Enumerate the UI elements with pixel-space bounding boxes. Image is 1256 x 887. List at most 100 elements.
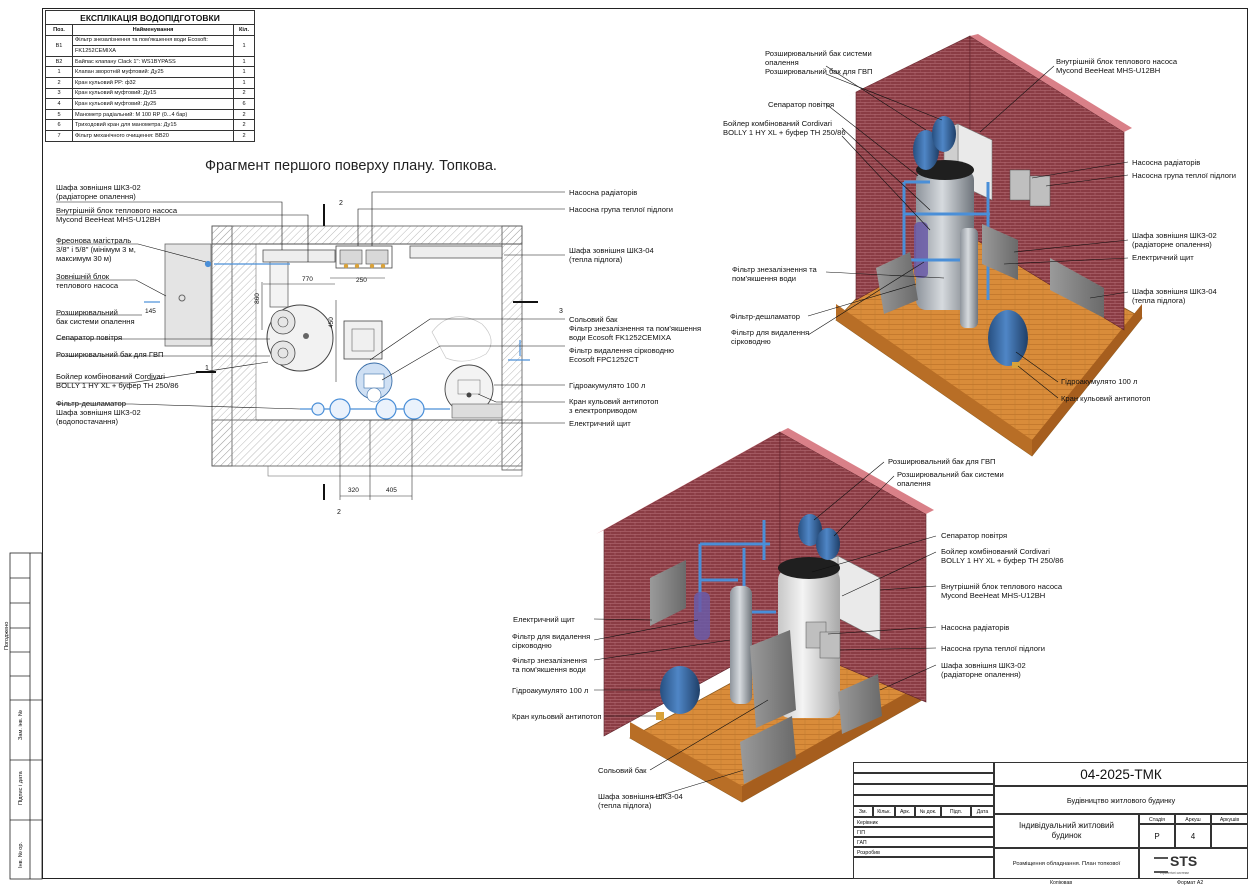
plan-cabinet-shkz04: [409, 245, 503, 259]
plan-boiler: [266, 304, 334, 372]
logo-mark-icon: [1154, 857, 1168, 873]
plan-indoor-unit: [269, 261, 289, 308]
tb-role-gip: ГІП: [853, 827, 994, 837]
tb-head-doc: № док.: [915, 806, 941, 817]
plan-filters: [355, 362, 393, 403]
tb-format: Формат А2: [1177, 880, 1204, 886]
sts-logo: STS: [1170, 853, 1198, 869]
view1-leaders: [807, 65, 1129, 399]
tb-code: 04-2025-ТМК: [994, 762, 1248, 786]
v1-label-dirt-separator: Фільтр-дешламатор: [730, 312, 801, 321]
spec-table: ЕКСПЛІКАЦІЯ ВОДОПІДГОТОВКИ Поз. Найменув…: [45, 10, 255, 142]
tb-sheet-title: Розміщення обладнання. План топкової: [994, 848, 1139, 879]
section-mark-1: 1: [205, 365, 209, 372]
v1-label-shkz04: Шафа зовнішня ШКЗ-04(тепла підлога): [1132, 287, 1217, 305]
strip-agreed: Погоджено: [4, 621, 10, 650]
section-mark-2-bottom: 2: [337, 509, 341, 516]
plan-salt-tank: [343, 320, 383, 360]
plan-pipes: [144, 260, 530, 420]
section-mark-3: 3: [559, 308, 563, 315]
plan-dims: [261, 277, 413, 500]
view1-equipment: [876, 116, 1104, 368]
plan-label-shkz04: Шафа зовнішня ШКЗ-04(тепла підлога): [569, 246, 654, 264]
tb-sheets-head: Аркушів: [1211, 814, 1248, 824]
dim-450: 450: [327, 317, 335, 328]
plan-section-marks: [196, 204, 538, 500]
plan-label-el-panel: Електричний щит: [569, 419, 631, 428]
tb-sheet-head: Аркуш: [1175, 814, 1211, 824]
tb-role-gap: ГАП: [853, 837, 994, 847]
tb-sheets: [1211, 824, 1248, 848]
tb-logo-box: STS стратегічні системи: [1139, 848, 1248, 879]
dim-320: 320: [348, 487, 359, 494]
tb-role-dev: Розробив: [853, 847, 994, 857]
tb-copied: Копіював: [1050, 880, 1073, 886]
plan-outdoor-unit: [164, 243, 212, 347]
plan-label-exp-tank-dhw: Розширювальний бак для ГВП: [56, 350, 164, 359]
plan-pump-groups: [335, 245, 393, 269]
tb-project: Будівництво житлового будинку: [994, 786, 1248, 814]
spec-cell: 1: [233, 34, 255, 57]
v1-label-leak-valve: Кран кульовий антипотоп: [1061, 394, 1151, 403]
v2-label-el-panel: Електричний щит: [513, 615, 575, 624]
strip-signature-date: Підпис і дата: [18, 771, 24, 805]
tb-stage: Р: [1139, 824, 1175, 848]
dim-250: 250: [356, 277, 367, 284]
section-mark-2-top: 2: [339, 200, 343, 207]
v2-label-radiator-pump: Насосна радіаторів: [941, 623, 1010, 632]
plan-label-accumulator: Гідроакумулято 100 л: [569, 381, 646, 390]
v2-label-shkz02: Шафа зовнішня ШКЗ-02(радіаторне опалення…: [941, 661, 1026, 679]
plan-label-air-separator: Сепаратор повітря: [56, 333, 123, 342]
tb-head-date: Дата: [971, 806, 994, 817]
strip-replaced-inv: Зам. інв. №: [18, 710, 24, 740]
plan-title: Фрагмент першого поверху плану. Топкова.: [205, 158, 497, 174]
v2-label-accumulator: Гідроакумулято 100 л: [512, 686, 589, 695]
dim-860: 860: [253, 293, 261, 304]
v1-label-air-separator: Сепаратор повітря: [768, 100, 835, 109]
spec-cell: 2: [233, 129, 255, 142]
sts-logo-sub: стратегічні системи: [1160, 871, 1189, 875]
tb-role-head: Керівник: [853, 817, 994, 827]
v2-label-air-separator: Сепаратор повітря: [941, 531, 1008, 540]
v2-label-shkz04: Шафа зовнішня ШКЗ-04(тепла підлога): [598, 792, 683, 810]
tb-head-pidp: Підп.: [941, 806, 971, 817]
tb-head-kilk: Кільк.: [873, 806, 895, 817]
tb-head-zm: Зм.: [853, 806, 873, 817]
plan-label-shkz02: Шафа зовнішня ШКЗ-02(радіаторне опалення…: [56, 183, 141, 201]
v2-label-salt-tank: Сольовий бак: [598, 766, 647, 775]
drawing-frame: [42, 8, 1248, 879]
plan-walls: [211, 225, 523, 477]
tb-head-ark: Арк.: [895, 806, 915, 817]
tb-sheet: 4: [1175, 824, 1211, 848]
v2-label-exp-tank-dhw: Розширювальний бак для ГВП: [888, 457, 996, 466]
plan-accumulator: [444, 364, 494, 414]
tb-stage-head: Стадія: [1139, 814, 1175, 824]
dim-145: 145: [145, 308, 156, 315]
spec-title: ЕКСПЛІКАЦІЯ ВОДОПІДГОТОВКИ: [45, 10, 255, 25]
side-strip-lines: [9, 552, 43, 880]
plan-label-floor-pump: Насосна група теплої підлоги: [569, 205, 673, 214]
plan-leaders: [56, 191, 565, 424]
v1-label-accumulator: Гідроакумулято 100 л: [1061, 377, 1138, 386]
v1-label-shkz02: Шафа зовнішня ШКЗ-02(радіаторне опалення…: [1132, 231, 1217, 262]
dim-770: 770: [302, 276, 313, 283]
v2-label-leak-valve: Кран кульовий антипотоп: [512, 712, 602, 721]
